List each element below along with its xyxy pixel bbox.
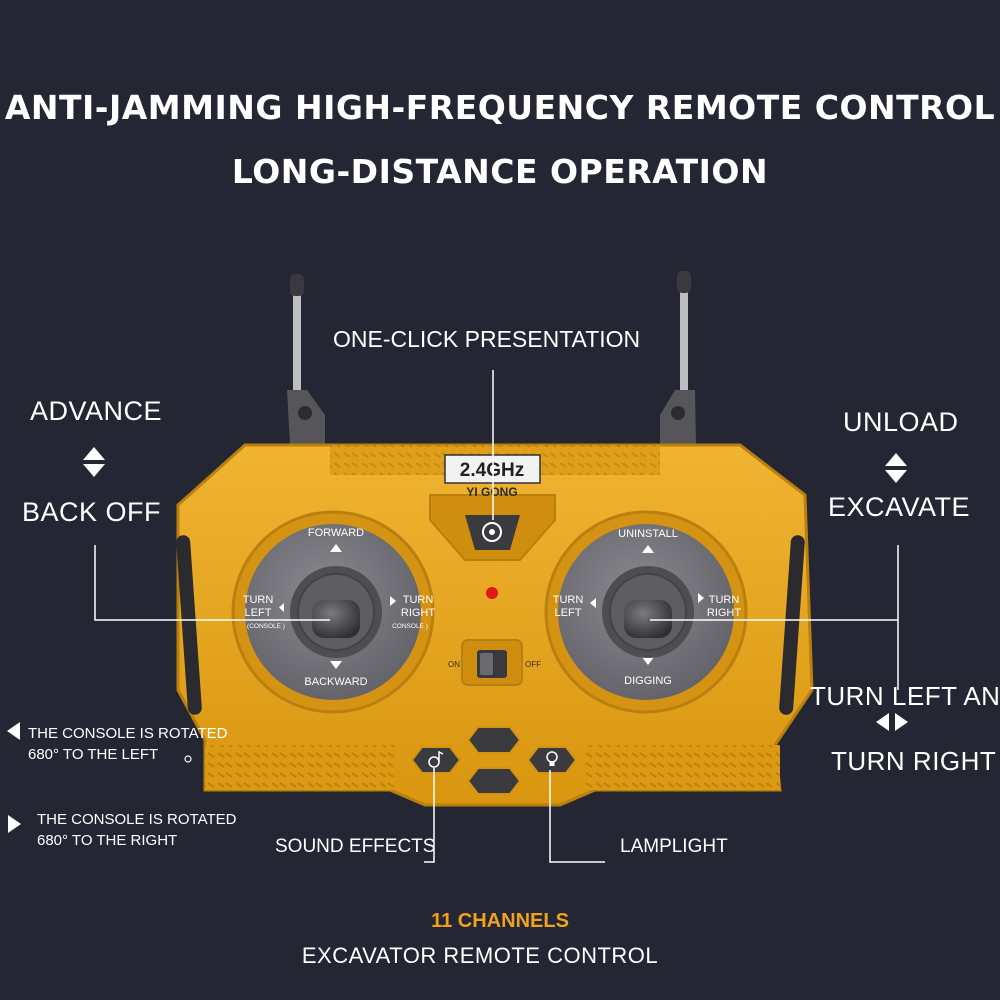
left-joystick-dial: FORWARD BACKWARD TURN LEFT (CONSOLE ) TU… bbox=[231, 510, 436, 714]
brand-label: YI GONG bbox=[466, 485, 517, 499]
console-left-line-2: 680° TO THE LEFT bbox=[28, 746, 159, 763]
power-led bbox=[486, 587, 498, 599]
lamplight-button[interactable] bbox=[526, 746, 578, 774]
left-turn-left-label-3: (CONSOLE ) bbox=[247, 623, 285, 630]
up-down-arrows-left-icon bbox=[83, 447, 107, 477]
left-turn-left-label-1: TURN bbox=[243, 594, 274, 606]
power-switch[interactable] bbox=[461, 639, 523, 686]
sound-effects-button[interactable] bbox=[410, 746, 462, 774]
leader-lines bbox=[94, 370, 899, 863]
right-digging-label: DIGGING bbox=[624, 675, 672, 687]
left-joystick[interactable] bbox=[312, 600, 360, 638]
turn-left-and-callout: TURN LEFT AND bbox=[810, 681, 1000, 711]
channels-label: 11 CHANNELS bbox=[431, 910, 569, 932]
left-turn-left-label-2: LEFT bbox=[245, 607, 272, 619]
turn-right-callout: TURN RIGHT bbox=[831, 746, 997, 776]
console-left-callout: THE CONSOLE IS ROTATED 680° TO THE LEFT bbox=[28, 723, 227, 765]
switch-off-label: OFF bbox=[525, 660, 541, 669]
left-turn-right-label-2: RIGHT bbox=[401, 607, 436, 619]
headline-line-1: ANTI-JAMMING HIGH-FREQUENCY REMOTE CONTR… bbox=[4, 88, 996, 127]
right-turn-right-label-1: TURN bbox=[709, 594, 740, 606]
left-turn-right-label-1: TURN bbox=[403, 594, 434, 606]
presentation-button[interactable] bbox=[465, 515, 520, 550]
lamplight-callout: LAMPLIGHT bbox=[620, 836, 728, 857]
right-turn-left-label-2: LEFT bbox=[555, 607, 582, 619]
right-uninstall-label: UNINSTALL bbox=[618, 528, 678, 540]
excavate-callout: EXCAVATE bbox=[828, 492, 971, 522]
right-turn-right-label-2: RIGHT bbox=[707, 607, 742, 619]
right-antenna bbox=[660, 271, 696, 445]
rotate-left-arrow-icon bbox=[7, 722, 20, 744]
up-down-arrows-right-icon bbox=[885, 453, 909, 483]
frequency-badge: 2.4GHz bbox=[460, 460, 524, 481]
left-antenna bbox=[287, 274, 325, 445]
console-right-line-2: 680° TO THE RIGHT bbox=[37, 832, 178, 849]
console-right-callout: THE CONSOLE IS ROTATED 680° TO THE RIGHT bbox=[37, 809, 236, 851]
sound-effects-callout: SOUND EFFECTS bbox=[275, 836, 436, 857]
console-right-line-1: THE CONSOLE IS ROTATED bbox=[37, 811, 237, 828]
bottom-channel-button[interactable] bbox=[466, 767, 522, 795]
presentation-callout: ONE-CLICK PRESENTATION bbox=[333, 326, 641, 352]
unload-callout: UNLOAD bbox=[843, 407, 959, 437]
console-left-line-1: THE CONSOLE IS ROTATED bbox=[28, 725, 228, 742]
right-turn-left-label-1: TURN bbox=[553, 594, 584, 606]
left-turn-right-label-3: CONSOLE ) bbox=[392, 623, 428, 630]
top-channel-button[interactable] bbox=[466, 726, 522, 754]
product-label: EXCAVATOR REMOTE CONTROL bbox=[301, 943, 659, 968]
switch-on-label: ON bbox=[448, 660, 460, 669]
left-right-arrows-icon bbox=[876, 713, 920, 735]
right-joystick[interactable] bbox=[624, 600, 672, 638]
advance-callout: ADVANCE bbox=[30, 396, 163, 426]
left-forward-label: FORWARD bbox=[308, 527, 364, 539]
rotate-right-arrow-icon bbox=[8, 815, 21, 837]
headline-line-2: LONG-DISTANCE OPERATION bbox=[231, 152, 769, 191]
left-backward-label: BACKWARD bbox=[304, 676, 367, 688]
right-joystick-dial: UNINSTALL DIGGING TURN LEFT TURN RIGHT bbox=[544, 510, 748, 714]
back-off-callout: BACK OFF bbox=[22, 497, 162, 527]
